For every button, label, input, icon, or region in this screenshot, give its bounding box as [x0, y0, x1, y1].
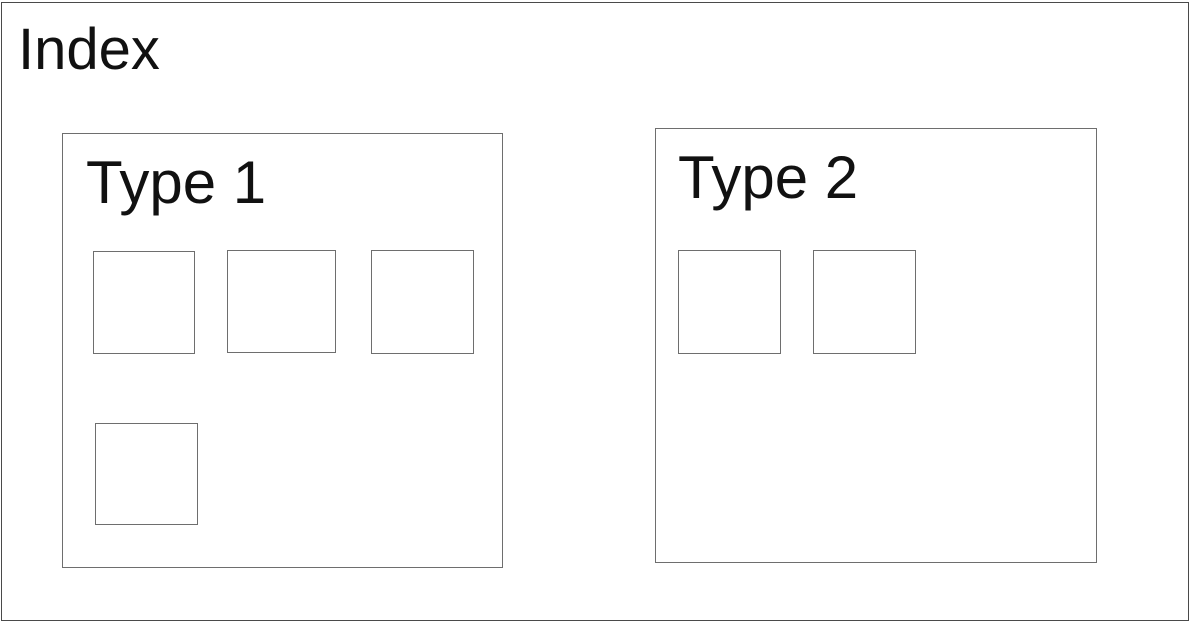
index-title: Index [18, 17, 160, 82]
type-2-box: Type 2 [655, 128, 1097, 563]
type-2-title: Type 2 [678, 144, 859, 211]
type-1-document [227, 250, 336, 353]
type-1-document [371, 250, 474, 354]
type-1-title: Type 1 [86, 149, 267, 216]
type-2-document [678, 250, 781, 354]
type-1-document [93, 251, 195, 354]
type-1-box: Type 1 [62, 133, 503, 568]
type-2-document [813, 250, 916, 354]
type-1-document [95, 423, 198, 525]
